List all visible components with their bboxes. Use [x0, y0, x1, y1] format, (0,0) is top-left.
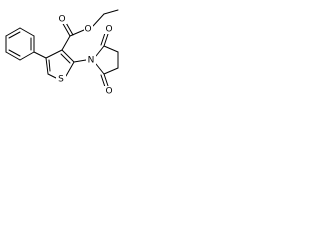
bond-c-top-ch2 — [103, 45, 119, 53]
atom-label-imide-n: N — [88, 56, 95, 66]
atom-label-imide-o-top: O — [105, 25, 112, 35]
atom-label-thiophene-s: S — [58, 75, 64, 85]
bond-phenyl-2 — [5, 27, 21, 37]
atom-labels: O O S N O O — [56, 14, 114, 97]
bond-c-bottom-o-1 — [103, 73, 109, 87]
bond-c-top-o-1 — [103, 33, 109, 47]
bond-thiophene-c4-c3 — [45, 49, 63, 59]
chemical-structure-diagram: O O S N O O — [5, 9, 119, 97]
bond-carbonyl-o-1 — [61, 21, 71, 37]
bond-thiophene-c2-s — [65, 61, 75, 77]
atom-label-ester-carbonyl-o: O — [58, 15, 65, 25]
bond-phenyl-inner-3 — [8, 49, 21, 57]
bond-thiophene-s-c5 — [47, 73, 57, 79]
bond-phenyl-6 — [5, 51, 21, 61]
phenyl-ring — [5, 27, 35, 61]
bond-c3-carbonyl — [61, 35, 71, 51]
bond-thiophene-inner-1 — [60, 53, 71, 64]
bond-c-bottom-o-2 — [100, 74, 106, 88]
bond-c2-n — [73, 59, 87, 63]
bond-thiophene-inner-2 — [48, 59, 51, 72]
bond-phenyl-inner-1 — [8, 31, 21, 39]
bond-ch2-c-bottom — [103, 67, 119, 75]
bond-ether-o-ch2 — [92, 13, 105, 27]
bond-phenyl-3 — [19, 27, 35, 37]
bond-c-bottom-n — [95, 63, 105, 75]
bond-carbonyl-ether-o — [69, 29, 85, 37]
thiophene-ring — [45, 49, 75, 79]
bond-thiophene-c3-c2 — [61, 49, 75, 63]
atom-label-ester-ether-o: O — [84, 25, 91, 35]
bond-ch2-ch3 — [103, 9, 119, 15]
bond-n-c-top — [95, 45, 105, 57]
succinimide-ring — [95, 32, 119, 88]
bond-phenyl-thiophene — [33, 51, 47, 59]
bond-c-top-o-2 — [100, 32, 106, 46]
atom-label-imide-o-bottom: O — [105, 87, 112, 97]
bond-thiophene-c5-c4 — [45, 57, 49, 75]
bond-phenyl-5 — [19, 51, 35, 61]
